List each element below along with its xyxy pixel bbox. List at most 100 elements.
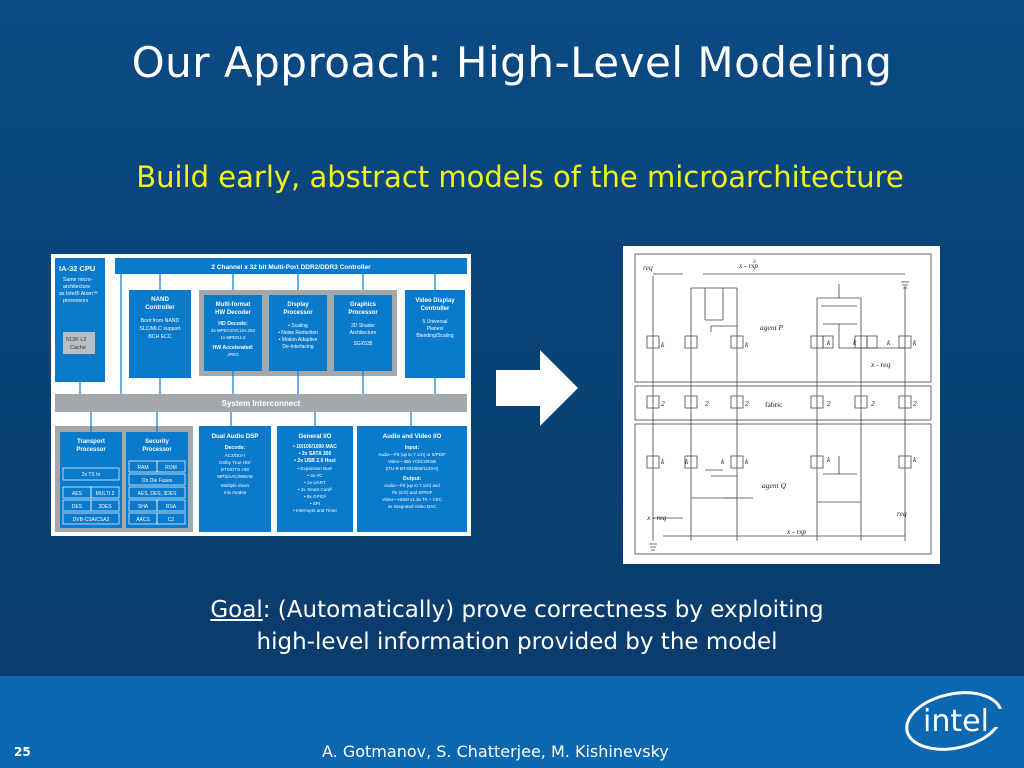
av-io-line: 4x Integrated Video DAC (388, 504, 437, 509)
label-fabric: fabric (765, 400, 783, 409)
label-req-top: req (643, 263, 653, 272)
display-line: • Scaling (288, 323, 308, 329)
security-cell: RAM (137, 465, 148, 471)
cache-line: Cache (70, 345, 86, 351)
cpu-line: architecture (63, 284, 90, 290)
av-io-line: Video—HDMI v1.3a TX + CEC (382, 497, 442, 502)
goal-statement: Goal: (Automatically) prove correctness … (0, 594, 1024, 658)
memory-controller-block (115, 258, 467, 274)
audio-dsp-line: Dolby True HD/ (219, 460, 251, 465)
label-k: k (661, 457, 665, 466)
security-cell: RSA (166, 504, 177, 510)
goal-line-1: Goal: (Automatically) prove correctness … (0, 594, 1024, 626)
av-io-sub: Output: (403, 476, 422, 482)
hwdec-sub: HD Decode: (218, 321, 248, 327)
av-io-line: I²S (2ch) and S/PDIF (392, 490, 433, 495)
agent-q-frame (634, 423, 932, 555)
graphics-line: SGX535 (354, 341, 373, 347)
cpu-line: as Intel® Atom™ (59, 290, 98, 297)
av-io-line: Audio—I²S (up to 7.1ch) or S/PDIF (378, 452, 446, 457)
label-xrsp-top: x - rsp (738, 261, 758, 270)
audio-dsp-line: Multiple down (221, 483, 250, 488)
cpu-block (55, 258, 105, 382)
system-interconnect-label: System Interconnect (222, 399, 301, 408)
display-title: Display (287, 302, 309, 308)
security-cell: AACS (136, 517, 150, 523)
display-line: • Motion Adaptive (279, 337, 318, 343)
architecture-diagram: IA-32 CPU Same micro- architecture as In… (51, 254, 471, 536)
vdc-title: Controller (421, 306, 450, 312)
label-two: 2 (745, 399, 749, 408)
display-line: De-Interlacing (282, 344, 313, 350)
graphics-title: Graphics (350, 302, 377, 308)
label-k: k (887, 338, 891, 347)
intel-logo: intel (898, 683, 1006, 755)
nand-line: Boot from NAND (141, 318, 180, 324)
audio-dsp-line: DTS/DTS HD/ (221, 467, 251, 472)
transport-cell: DVB-CSA/CSA2 (73, 517, 110, 523)
security-cell: ROM (165, 465, 177, 471)
gpio-title: General I/O (298, 433, 331, 440)
label-k: k (827, 455, 831, 464)
label-two: 2 (661, 399, 665, 408)
slide-title: Our Approach: High-Level Modeling (131, 38, 893, 87)
label-exponent: 3 (752, 259, 756, 265)
gpio-line: • 2x Smart Card² (298, 487, 332, 492)
general-io-block (277, 426, 353, 532)
transport-title: Processor (76, 447, 106, 453)
label-k: k (827, 338, 831, 347)
label-k: k (913, 338, 917, 347)
vdc-title: Video Display (415, 298, 455, 304)
hwdec-title: HW Decoder (215, 310, 251, 316)
graphics-processor-block (334, 295, 392, 371)
gpio-line: • 10/100/1000 MAC (293, 444, 337, 450)
hw-decoder-block (204, 295, 262, 371)
gpio-line: • Interrupts and Timer (293, 508, 337, 513)
display-processor-block (269, 295, 327, 371)
label-xreq-left: x - req (646, 513, 667, 522)
transport-cell: MULTI 2 (96, 491, 115, 497)
label-k: k (661, 340, 665, 349)
cpu-line: processors (63, 298, 89, 304)
gpio-line: • 2x USB 2.0 Host (294, 458, 336, 464)
transport-cell: AES (72, 491, 83, 497)
av-io-line: (ITU-R BT.601/656/1120-0) (386, 466, 439, 471)
label-k: k (745, 340, 749, 349)
label-two: 2 (913, 399, 917, 408)
hwdec-line: JPEG (227, 352, 239, 357)
agent-p-frame (634, 253, 932, 383)
display-line: • Noise Reduction (278, 330, 318, 336)
hwdec-title: Multi-format (216, 302, 251, 308)
label-k: k (685, 457, 689, 466)
hwdec-sub: HW Accelerated: (212, 345, 253, 351)
gpio-line: • 8x GPIO² (304, 494, 326, 499)
gpio-line: • 2x SATA 300 (299, 451, 332, 457)
nand-line: SLC/MLC support (139, 326, 181, 332)
security-cell: AES, DES, 3DES (138, 491, 178, 497)
transport-cell: 3DES (98, 504, 112, 510)
vdc-line: Blending/Scaling (416, 333, 453, 339)
transport-title: Transport (77, 439, 105, 445)
security-cell: C2 (168, 517, 175, 523)
right-arrow-icon (494, 348, 580, 428)
label-req-right: req (897, 509, 907, 518)
goal-line-2: high-level information provided by the m… (256, 629, 778, 655)
audio-dsp-block (199, 426, 271, 532)
goal-text-1: : (Automatically) prove correctness by e… (262, 597, 824, 623)
gpio-line: • 3x I²C (307, 473, 323, 478)
audio-dsp-line: MP3/AAC/WMA9 (217, 474, 253, 479)
av-io-line: Video—36b YCbCr/RGB (388, 459, 436, 464)
nand-line: BCH ECC (148, 334, 172, 340)
hwdec-line: 2x MPEG2/VC1/H.264 (211, 328, 255, 333)
av-io-sub: Input: (405, 445, 420, 451)
label-k: k (853, 338, 857, 347)
label-two: 2 (827, 399, 831, 408)
gpio-line: • SPI (310, 501, 320, 506)
av-io-block (357, 426, 467, 532)
audio-dsp-title: Dual Audio DSP (212, 433, 259, 440)
memory-controller-label: 2 Channel x 32 bit Multi-Port DDR2/DDR3 … (211, 264, 371, 271)
nand-title: Controller (145, 304, 175, 311)
display-title: Processor (283, 310, 313, 316)
l2-cache-block (63, 332, 95, 354)
label-agent-p: agent P (760, 323, 784, 332)
